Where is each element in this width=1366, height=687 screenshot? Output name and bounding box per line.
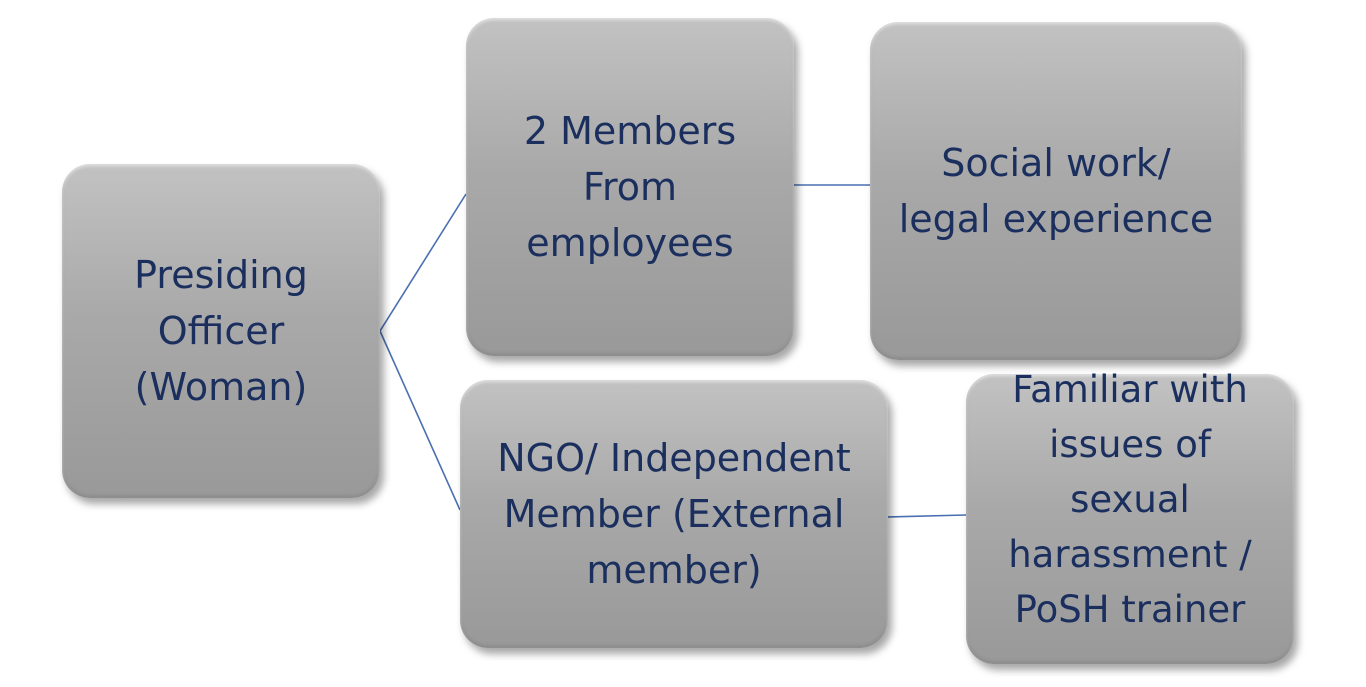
employee-members-line-3: employees <box>526 221 734 265</box>
presiding-officer-label: Presiding Officer (Woman) <box>126 247 316 415</box>
connector-presiding-to-ngo <box>379 330 461 511</box>
social-legal-experience-box: Social work/ legal experience <box>870 22 1242 360</box>
social-legal-experience-label: Social work/ legal experience <box>891 135 1222 247</box>
employee-members-line-1: 2 Members <box>523 109 737 153</box>
ngo-external-member-box: NGO/ Independent Member (External member… <box>460 380 888 648</box>
presiding-officer-line-1: Presiding <box>134 253 308 297</box>
social-legal-line-2: legal experience <box>898 197 1214 241</box>
connector-ngo-to-familiar <box>887 514 967 518</box>
employee-members-label: 2 Members From employees <box>516 103 744 271</box>
connector-presiding-to-members <box>379 193 467 332</box>
ngo-external-member-label: NGO/ Independent Member (External member… <box>489 430 859 598</box>
ngo-line-3: member) <box>586 548 762 592</box>
ngo-line-1: NGO/ Independent <box>497 436 851 480</box>
posh-line-5: PoSH trainer <box>1014 587 1246 631</box>
employee-members-box: 2 Members From employees <box>466 18 794 356</box>
presiding-officer-line-3: (Woman) <box>134 365 308 409</box>
social-legal-line-1: Social work/ <box>941 141 1171 185</box>
presiding-officer-line-2: Officer <box>157 309 285 353</box>
posh-line-1: Familiar with <box>1012 367 1248 411</box>
presiding-officer-box: Presiding Officer (Woman) <box>62 164 380 498</box>
posh-line-3: sexual <box>1070 477 1190 521</box>
posh-line-4: harassment / <box>1008 532 1252 576</box>
posh-trainer-box: Familiar with issues of sexual harassmen… <box>966 368 1294 664</box>
employee-members-line-2: From <box>582 165 678 209</box>
posh-line-2: issues of <box>1049 422 1211 466</box>
ngo-line-2: Member (External <box>503 492 845 536</box>
posh-trainer-label: Familiar with issues of sexual harassmen… <box>1000 362 1260 637</box>
